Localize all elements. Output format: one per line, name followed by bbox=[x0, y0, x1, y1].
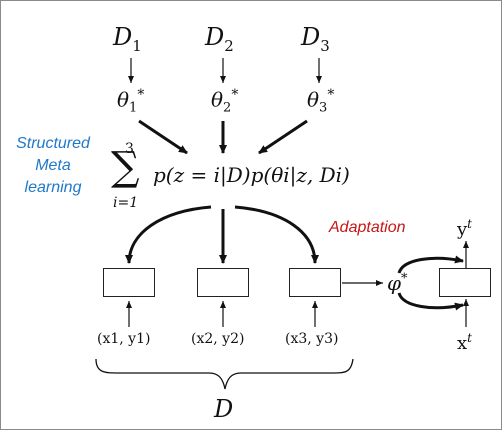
target-output-label: yt bbox=[457, 217, 472, 240]
data-pair-3: (x3, y3) bbox=[285, 331, 339, 347]
arrow-theta3-formula bbox=[258, 119, 308, 155]
target-input-label: xt bbox=[457, 331, 472, 354]
arrow-formula-box1 bbox=[125, 205, 212, 264]
arrow-theta1-formula bbox=[138, 119, 188, 155]
model-box-3 bbox=[289, 268, 341, 297]
data-pair-1: (x1, y1) bbox=[97, 331, 151, 347]
sum-upper-limit: 3 bbox=[125, 141, 134, 157]
model-box-1 bbox=[103, 268, 155, 297]
phi-star-label: φ* bbox=[387, 271, 408, 295]
adaptation-label: Adaptation bbox=[329, 219, 406, 236]
combined-dataset-label: D bbox=[214, 395, 234, 423]
sum-symbol: ∑ bbox=[111, 144, 140, 190]
dataset-1-label: D1 bbox=[113, 23, 142, 55]
dataset-3-label: D3 bbox=[301, 23, 330, 55]
data-pair-2: (x2, y2) bbox=[191, 331, 245, 347]
arrow-phi-target-lower bbox=[397, 292, 464, 311]
model-box-2 bbox=[197, 268, 249, 297]
sum-lower-limit: i=1 bbox=[113, 195, 139, 211]
underbrace bbox=[95, 358, 354, 390]
target-model-box bbox=[439, 268, 491, 297]
dataset-2-label: D2 bbox=[205, 23, 234, 55]
theta-1-label: θ1* bbox=[117, 87, 145, 116]
mixture-formula: p(z = i|D)p(θi|z, Di) bbox=[153, 163, 350, 187]
structured-meta-learning-label: Structured Meta learning bbox=[16, 135, 90, 196]
arrow-phi-target-upper bbox=[397, 255, 464, 274]
theta-3-label: θ3* bbox=[307, 87, 335, 116]
arrow-formula-box3 bbox=[234, 205, 319, 264]
theta-2-label: θ2* bbox=[211, 87, 239, 116]
